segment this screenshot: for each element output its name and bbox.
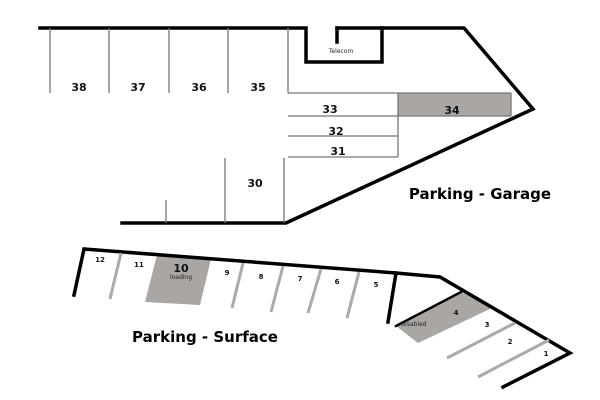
space-34-label: 34 [444, 104, 460, 117]
space-35-label: 35 [250, 81, 265, 94]
space-8-label: 8 [259, 273, 264, 281]
telecom-room-label: Telecom [328, 48, 354, 55]
garage-section: Telecom 38 37 36 35 33 34 32 31 30 Parki… [38, 26, 551, 225]
space-32-label: 32 [328, 125, 343, 138]
space-4-label: 4 [454, 309, 459, 317]
space-33-label: 33 [322, 103, 337, 116]
space-5-label: 5 [374, 281, 379, 289]
space-9-label: 9 [225, 269, 230, 277]
surface-stall-lines [108, 252, 550, 379]
disabled-space-edge [394, 290, 463, 328]
space-4-disabled[interactable] [396, 292, 492, 343]
surface-title: Parking - Surface [132, 328, 278, 346]
space-10-note: loading [170, 274, 192, 281]
garage-title: Parking - Garage [409, 185, 551, 203]
space-2-label: 2 [508, 338, 513, 346]
surface-wall-outer [71, 247, 574, 390]
space-37-label: 37 [130, 81, 145, 94]
space-38-label: 38 [71, 81, 86, 94]
space-7-label: 7 [298, 275, 303, 283]
garage-stall-lines [49, 28, 512, 223]
space-11-label: 11 [134, 261, 144, 269]
surface-section: 12 11 10 loading 9 8 7 6 5 4 disabled 3 … [71, 247, 574, 390]
garage-wall-outer [120, 26, 536, 225]
surface-divider-wall [385, 270, 399, 325]
space-30-label: 30 [247, 177, 263, 190]
space-36-label: 36 [191, 81, 207, 94]
space-3-label: 3 [485, 321, 490, 329]
space-12-label: 12 [95, 256, 105, 264]
space-4-note: disabled [401, 321, 426, 328]
space-10-label: 10 [173, 262, 189, 275]
space-6-label: 6 [335, 278, 340, 286]
space-10-loading[interactable] [145, 255, 211, 305]
space-34-reserved[interactable] [398, 93, 511, 116]
garage-wall-top [38, 26, 384, 64]
space-31-label: 31 [330, 145, 345, 158]
space-1-label: 1 [544, 350, 549, 358]
